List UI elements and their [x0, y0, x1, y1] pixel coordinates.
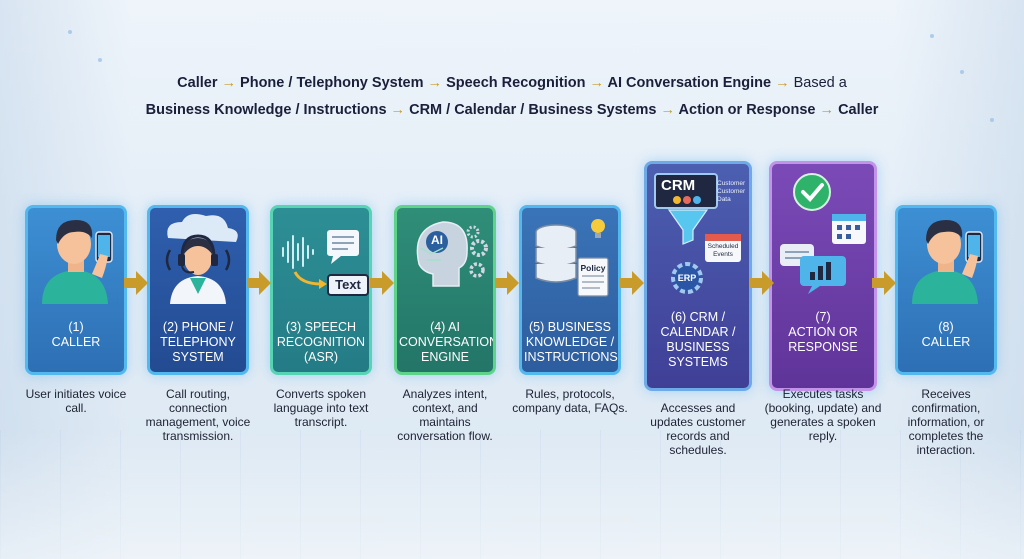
title-segment: Action or Response — [678, 102, 816, 118]
step-label: (2) PHONE / TELEPHONY SYSTEM — [152, 320, 244, 365]
sparkle-dot — [98, 58, 102, 62]
step-number: (1) — [68, 320, 84, 334]
ai-brain-icon: AI — [397, 208, 493, 304]
step-number: (4) AI — [430, 320, 460, 334]
title-arrow-icon: → — [423, 75, 447, 91]
crm-side-label: Customer Customer Data — [717, 180, 746, 203]
flow-arrow-icon — [872, 271, 896, 295]
flow-arrow-icon — [124, 271, 148, 295]
waveform-text-icon: Text — [273, 208, 369, 304]
step-title: ACTION OR RESPONSE — [788, 325, 858, 354]
step-description: Rules, protocols, company data, FAQs. — [512, 387, 628, 415]
step-card-caller: (1) CALLER — [25, 205, 127, 375]
sparkle-dot — [930, 34, 934, 38]
flow-title: Caller → Phone / Telephony System → Spee… — [0, 70, 1024, 124]
scheduled-events-label: Scheduled Events — [707, 243, 739, 258]
ai-chip: AI — [431, 233, 443, 247]
step-label: (4) AI CONVERSATION ENGINE — [399, 320, 493, 365]
title-segment: CRM / Calendar / Business Systems — [409, 102, 657, 118]
step-title: TELEPHONY SYSTEM — [160, 335, 236, 364]
title-segment: Based a — [793, 75, 847, 91]
text-chip: Text — [327, 274, 369, 296]
erp-gear-label: ERP — [677, 273, 697, 283]
step-description: Call routing, connection management, voi… — [145, 387, 251, 443]
flow-arrow-icon — [370, 271, 394, 295]
step-card-speech-recognition: Text (3) SPEECH RECOGNITION (ASR) — [270, 205, 372, 375]
background-floor — [0, 430, 1024, 559]
headset-operator-icon — [150, 208, 246, 304]
title-segment: AI Conversation Engine — [607, 75, 772, 91]
title-arrow-icon: → — [585, 75, 608, 91]
step-title: RECOGNITION (ASR) — [276, 335, 366, 364]
step-description: Receives confirmation, information, or c… — [907, 387, 985, 457]
sparkle-dot — [990, 118, 994, 122]
database-policy-icon: Policy — [522, 208, 618, 304]
step-card-telephony: (2) PHONE / TELEPHONY SYSTEM — [147, 205, 249, 375]
step-label: (3) SPEECH RECOGNITION (ASR) — [275, 320, 367, 365]
step-number: (2) PHONE / — [162, 320, 234, 334]
title-arrow-icon: → — [815, 102, 839, 118]
step-card-crm-calendar: CRM Customer Customer Data Scheduled Eve… — [644, 161, 752, 391]
title-arrow-icon: → — [386, 102, 410, 118]
flow-title-line-1: Caller → Phone / Telephony System → Spee… — [0, 70, 1024, 97]
step-title: CONVERSATION ENGINE — [399, 335, 496, 364]
person-phone-icon — [28, 208, 124, 304]
policy-doc-label: Policy — [580, 263, 606, 273]
step-title: CALENDAR / BUSINESS SYSTEMS — [660, 325, 736, 369]
checkmark-chat-icon — [772, 164, 874, 294]
person-phone-icon — [898, 208, 994, 304]
step-description: User initiates voice call. — [25, 387, 127, 415]
title-segment: Caller — [177, 75, 218, 91]
step-description: Accesses and updates customer records an… — [650, 401, 746, 457]
flow-arrow-icon — [620, 271, 644, 295]
step-number: (5) BUSINESS — [529, 320, 611, 334]
sparkle-dot — [68, 30, 72, 34]
flow-arrow-icon — [247, 271, 271, 295]
step-label: (8) CALLER — [900, 320, 992, 350]
step-description: Converts spoken language into text trans… — [273, 387, 369, 429]
flow-title-line-2: Business Knowledge / Instructions → CRM … — [0, 97, 1024, 124]
title-segment: Speech Recognition — [446, 75, 586, 91]
step-label: (1) CALLER — [30, 320, 122, 350]
step-card-business-knowledge: Policy (5) BUSINESS KNOWLEDGE / INSTRUCT… — [519, 205, 621, 375]
crm-erp-icon: CRM Customer Customer Data Scheduled Eve… — [647, 164, 749, 294]
step-number: (8) — [938, 320, 954, 334]
step-number: (7) — [815, 310, 831, 324]
title-arrow-icon: → — [656, 102, 679, 118]
flow-arrow-icon — [750, 271, 774, 295]
step-number: (6) CRM / — [670, 310, 726, 324]
step-description: Analyzes intent, context, and maintains … — [397, 387, 493, 443]
step-label: (6) CRM / CALENDAR / BUSINESS SYSTEMS — [649, 310, 747, 370]
step-card-ai-engine: AI (4) AI CONVERSATION ENGINE — [394, 205, 496, 375]
sparkle-dot — [960, 70, 964, 74]
crm-board-label: CRM — [661, 177, 696, 194]
step-title: CALLER — [51, 335, 101, 349]
step-title: KNOWLEDGE / INSTRUCTIONS — [524, 335, 618, 364]
title-arrow-icon: → — [771, 75, 794, 91]
step-card-caller-return: (8) CALLER — [895, 205, 997, 375]
step-label: (5) BUSINESS KNOWLEDGE / INSTRUCTIONS — [524, 320, 618, 365]
title-segment: Phone / Telephony System — [240, 75, 424, 91]
title-arrow-icon: → — [217, 75, 241, 91]
step-description: Executes tasks (booking, update) and gen… — [764, 387, 882, 443]
step-number: (3) SPEECH — [285, 320, 357, 334]
title-segment: Business Knowledge / Instructions — [145, 102, 387, 118]
step-card-action-response: (7) ACTION OR RESPONSE — [769, 161, 877, 391]
step-label: (7) ACTION OR RESPONSE — [774, 310, 872, 355]
step-title: CALLER — [921, 335, 971, 349]
flow-arrow-icon — [495, 271, 519, 295]
title-segment: Caller — [838, 102, 879, 118]
